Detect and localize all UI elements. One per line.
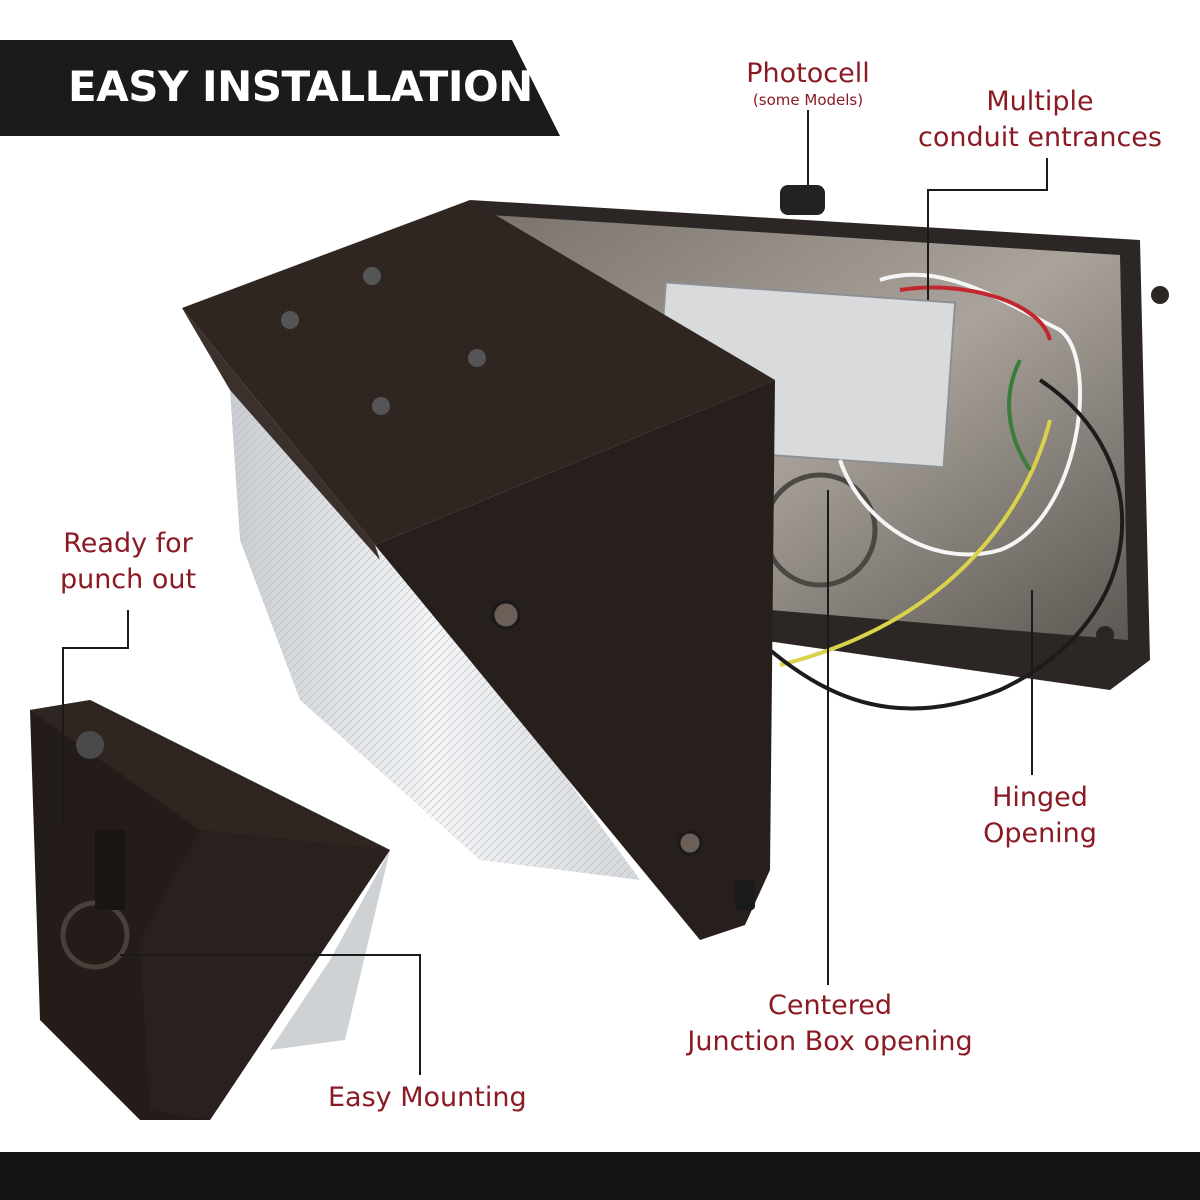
title-banner [0, 40, 560, 136]
hinged-line2: Opening [983, 818, 1097, 849]
multiple-conduit-line1: Multiple [986, 86, 1094, 117]
leader-lines [62, 110, 1048, 1075]
multiple-conduit-line2: conduit entrances [918, 122, 1162, 153]
centered-line1: Centered [767, 990, 893, 1021]
page-title: EASY INSTALLATION [68, 62, 533, 111]
multiple-conduit-label: Multiple conduit entrances [905, 84, 1175, 156]
photocell-note: (some Models) [752, 91, 864, 109]
ready-for-punch-out-label: Ready for punch out [50, 526, 206, 598]
ready-line2: punch out [59, 564, 197, 595]
centered-junction-box-label: Centered Junction Box opening [670, 988, 990, 1060]
hinged-opening-label: Hinged Opening [960, 780, 1120, 852]
centered-line2: Junction Box opening [687, 1026, 973, 1057]
photocell-label-text: Photocell [746, 58, 870, 89]
bottom-bar [0, 1152, 1200, 1200]
ready-line1: Ready for [63, 528, 193, 559]
small-fixture [30, 700, 390, 1120]
photocell-label: Photocell (some Models) [730, 56, 886, 108]
main-fixture [182, 200, 775, 940]
hinged-line1: Hinged [992, 782, 1088, 813]
wires [768, 272, 1125, 711]
easy-mounting-label: Easy Mounting [328, 1082, 527, 1113]
